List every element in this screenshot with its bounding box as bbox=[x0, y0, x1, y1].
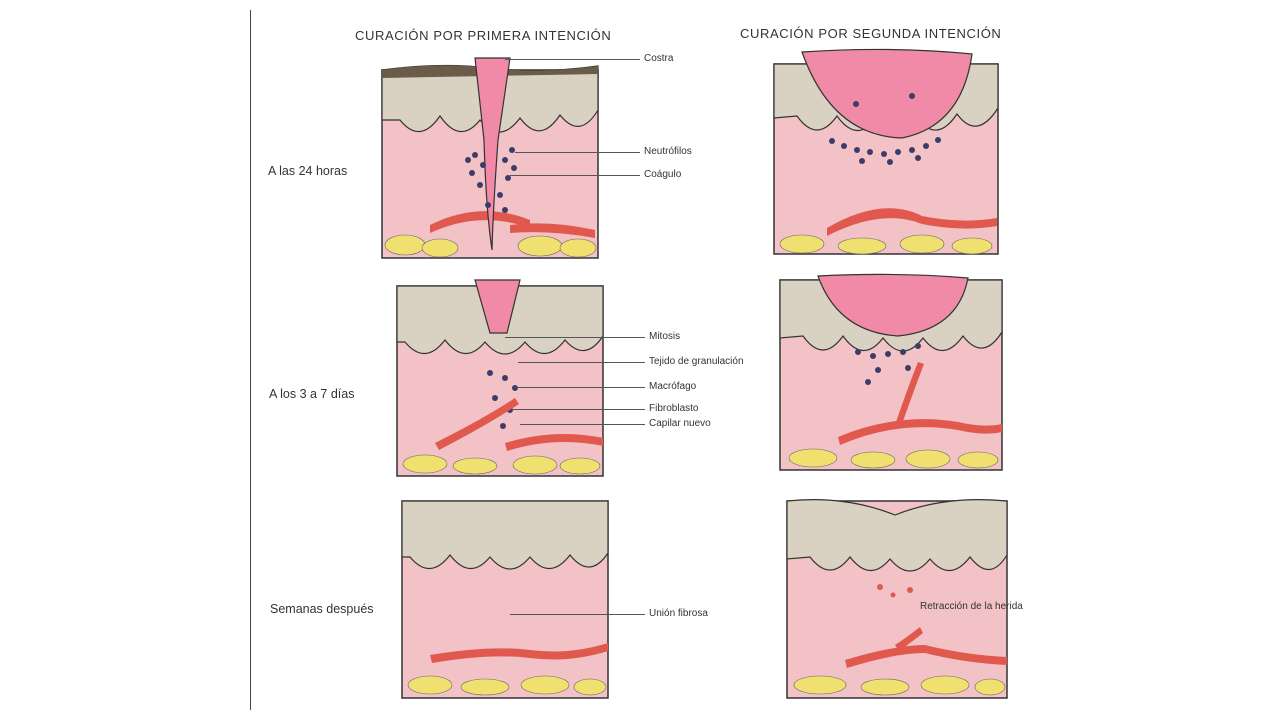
leader-macrofago bbox=[515, 387, 645, 388]
label-neutrofilos: Neutrófilos bbox=[644, 146, 692, 157]
leader-costra bbox=[505, 59, 640, 60]
leader-union bbox=[510, 614, 645, 615]
label-coagulo: Coágulo bbox=[644, 169, 682, 180]
heading-secondary-intention: CURACIÓN POR SEGUNDA INTENCIÓN bbox=[740, 26, 1002, 41]
panel-secondary-weeks bbox=[786, 499, 1008, 699]
leader-granulacion bbox=[518, 362, 645, 363]
label-fibroblasto: Fibroblasto bbox=[649, 403, 699, 414]
leader-coagulo bbox=[510, 175, 640, 176]
row-label-3-7-days: A los 3 a 7 días bbox=[269, 387, 355, 401]
row-label-24h: A las 24 horas bbox=[268, 164, 348, 178]
panel-primary-weeks bbox=[401, 500, 609, 699]
label-granulacion: Tejido de granulación bbox=[649, 356, 744, 367]
label-costra: Costra bbox=[644, 53, 674, 64]
leader-fibroblasto bbox=[512, 409, 645, 410]
label-mitosis: Mitosis bbox=[649, 331, 681, 342]
panel-secondary-24h bbox=[773, 48, 999, 255]
label-macrofago: Macrófago bbox=[649, 381, 697, 392]
label-capilar: Capilar nuevo bbox=[649, 418, 711, 429]
panel-primary-24h bbox=[381, 57, 599, 259]
divider-line bbox=[250, 10, 251, 710]
label-union: Unión fibrosa bbox=[649, 608, 708, 619]
leader-mitosis bbox=[505, 337, 645, 338]
leader-capilar bbox=[520, 424, 645, 425]
label-retraccion: Retracción de la herida bbox=[920, 601, 1023, 612]
leader-neutrofilos bbox=[515, 152, 640, 153]
panel-primary-3-7-days bbox=[396, 279, 604, 477]
heading-primary-intention: CURACIÓN POR PRIMERA INTENCIÓN bbox=[355, 28, 612, 43]
row-label-weeks: Semanas después bbox=[270, 602, 374, 616]
panel-secondary-3-7-days bbox=[779, 273, 1003, 471]
